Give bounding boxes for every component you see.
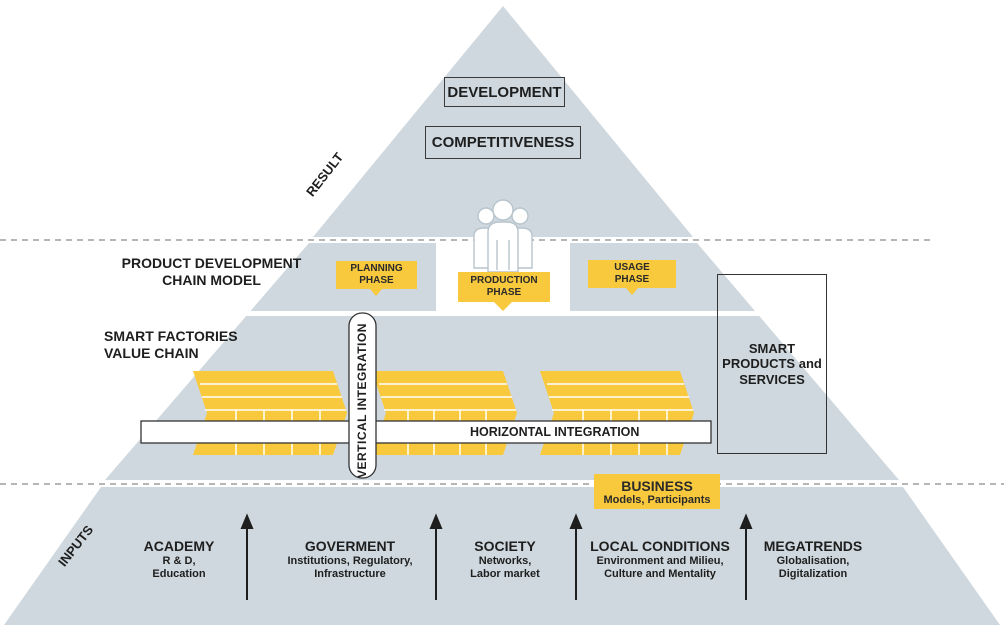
input-detail: Environment and Milieu,: [596, 554, 724, 567]
development-box: DEVELOPMENT: [444, 77, 565, 107]
pyramid-top-tier: [313, 6, 693, 237]
input-government: GOVERMENT Institutions, Regulatory, Infr…: [270, 538, 430, 581]
smart-products-line3: SERVICES: [739, 371, 805, 387]
input-detail: Institutions, Regulatory,: [287, 554, 413, 567]
input-society: SOCIETY Networks, Labor market: [450, 538, 560, 581]
usage-phase-box: USAGE PHASE: [588, 260, 676, 288]
pdcm-line1: PRODUCT DEVELOPMENT: [121, 255, 302, 271]
vertical-integration-band: [348, 312, 377, 479]
production-phase-line1: PRODUCTION: [470, 274, 538, 286]
input-detail: Culture and Mentality: [604, 567, 716, 580]
smart-products-line2: PRODUCTS and: [722, 356, 822, 372]
input-detail: Globalisation,: [776, 554, 850, 567]
input-detail: Labor market: [470, 567, 540, 580]
sfvc-line1: SMART FACTORIES: [104, 328, 238, 344]
input-detail: R & D,: [162, 554, 196, 567]
production-phase-line2: PHASE: [486, 287, 522, 298]
pyramid-bottom-tier: [4, 487, 1000, 625]
smart-products-box: SMART PRODUCTS and SERVICES: [717, 274, 827, 454]
business-title: BUSINESS: [621, 477, 693, 494]
pdcm-label: PRODUCT DEVELOPMENT CHAIN MODEL: [104, 255, 319, 289]
people-icon: [473, 199, 533, 273]
phase-gap-right: [560, 243, 570, 313]
input-title: GOVERMENT: [304, 538, 396, 554]
input-title: LOCAL CONDITIONS: [590, 538, 730, 554]
input-megatrends: MEGATRENDS Globalisation, Digitalization: [754, 538, 872, 581]
input-local-conditions: LOCAL CONDITIONS Environment and Milieu,…: [578, 538, 742, 581]
input-arrows: [240, 513, 753, 600]
planning-pointer: [370, 289, 382, 296]
input-detail: Networks,: [478, 554, 532, 567]
phase-gap-left: [436, 243, 446, 313]
input-title: ACADEMY: [143, 538, 215, 554]
competitiveness-box: COMPETITIVENESS: [425, 126, 581, 159]
input-title: MEGATRENDS: [763, 538, 863, 554]
horizontal-integration-label: HORIZONTAL INTEGRATION: [470, 425, 640, 439]
planning-phase-line1: PLANNING: [350, 262, 403, 274]
planning-phase-line2: PHASE: [359, 275, 394, 286]
input-detail: Infrastructure: [314, 567, 386, 580]
usage-phase-line1: USAGE: [614, 261, 650, 273]
production-phase-box: PRODUCTION PHASE: [458, 272, 550, 302]
planning-phase-box: PLANNING PHASE: [336, 261, 417, 289]
smart-products-line1: SMART: [748, 340, 796, 356]
usage-pointer: [626, 288, 638, 295]
sfvc-line2: VALUE CHAIN: [104, 344, 199, 361]
input-detail: Digitalization: [778, 567, 848, 580]
input-title: SOCIETY: [474, 538, 536, 554]
usage-phase-line2: PHASE: [614, 274, 650, 285]
production-pointer: [494, 302, 512, 311]
tier-separator: [200, 311, 800, 316]
input-academy: ACADEMY R & D, Education: [119, 538, 239, 581]
business-box: BUSINESS Models, Participants: [594, 474, 720, 509]
horizontal-integration-band: [140, 420, 712, 444]
input-detail: Education: [152, 567, 206, 580]
pdcm-line2: CHAIN MODEL: [162, 271, 261, 288]
vertical-integration-label: VERTICAL INTEGRATION: [355, 323, 369, 478]
sfvc-label: SMART FACTORIES VALUE CHAIN: [104, 328, 264, 362]
business-subtitle: Models, Participants: [603, 493, 711, 506]
